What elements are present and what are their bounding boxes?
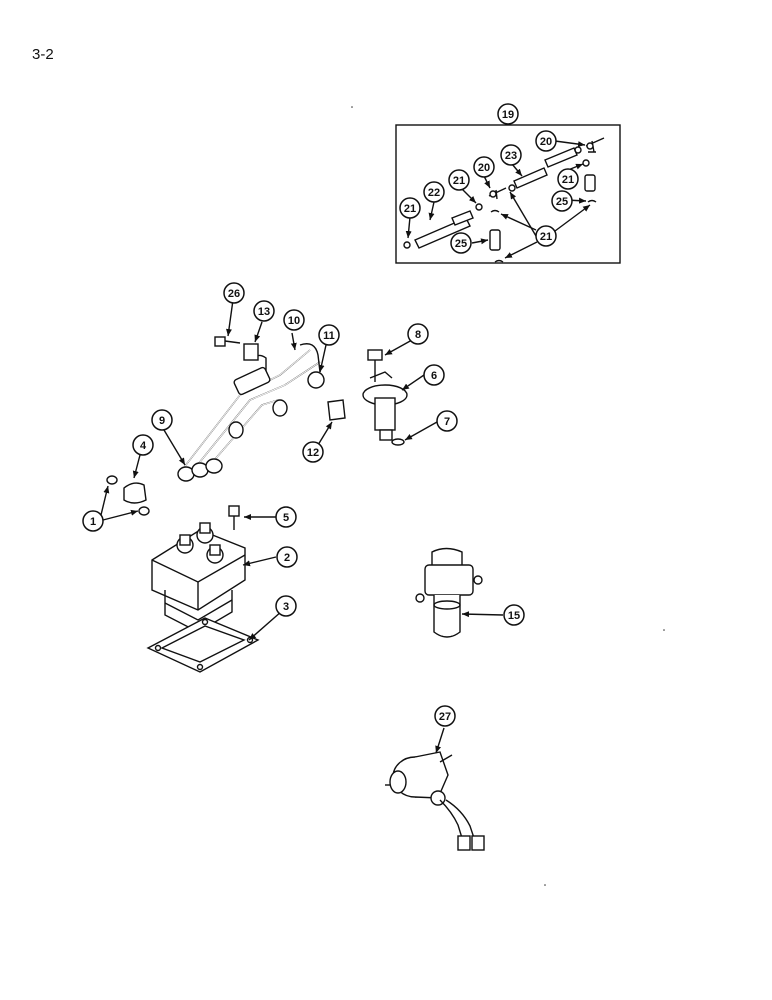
callout-circle [497,103,519,125]
callout-circle [535,225,557,247]
callout-c21d: 21 [535,225,557,247]
callout-circle [275,506,297,528]
callout-circle [500,144,522,166]
callout-circle [253,300,275,322]
fuel-filter [415,547,483,638]
callout-c20a: 20 [535,130,557,152]
callout-label: 8 [415,329,421,341]
callout-c5: 5 [275,506,297,528]
callout-circle [318,324,340,346]
callout-circle [436,410,458,432]
electric-fuel-pump [385,751,485,851]
callout-label: 27 [439,711,451,723]
callout-label: 12 [307,447,319,459]
callout-label: 7 [444,416,450,428]
callout-label: 3 [283,601,289,613]
clip-part [327,399,346,421]
callout-c23: 23 [500,144,522,166]
callout-label: 19 [502,109,514,121]
callout-circle [450,232,472,254]
callout-c26: 26 [223,282,245,304]
callout-label: 25 [455,238,467,250]
callout-c25a: 25 [450,232,472,254]
injection-lines [177,336,325,482]
speck [544,884,546,886]
callout-c20b: 20 [473,156,495,178]
callout-c1: 1 [82,510,104,532]
callout-c3: 3 [275,595,297,617]
callout-c11: 11 [318,324,340,346]
callout-label: 5 [283,512,289,524]
pump-gasket [146,617,260,673]
callout-c15: 15 [503,604,525,626]
callout-c4: 4 [132,434,154,456]
callout-circle [151,409,173,431]
callout-c13: 13 [253,300,275,322]
callout-c19: 19 [497,103,519,125]
callout-circle [423,181,445,203]
callout-label: 21 [540,231,552,243]
callout-c22: 22 [423,181,445,203]
callout-circle [407,323,429,345]
callout-c10: 10 [283,309,305,331]
callout-label: 21 [562,174,574,186]
callout-c9: 9 [151,409,173,431]
callout-circle [535,130,557,152]
callout-circle [132,434,154,456]
injector-parts [362,349,408,446]
small-fittings [106,475,240,530]
callout-circle [276,546,298,568]
callout-label: 20 [540,136,552,148]
callout-c21c: 21 [557,168,579,190]
callout-label: 22 [428,187,440,199]
callout-label: 6 [431,370,437,382]
callout-label: 1 [90,516,96,528]
callout-circle [82,510,104,532]
callout-circle [302,441,324,463]
callout-circle [283,309,305,331]
callout-c25b: 25 [551,190,573,212]
callout-label: 10 [288,315,300,327]
speck [351,106,353,108]
callout-circle [423,364,445,386]
callout-label: 11 [323,330,335,342]
callout-circle [275,595,297,617]
callout-circle [399,197,421,219]
callout-label: 25 [556,196,568,208]
callout-circle [503,604,525,626]
callout-circle [434,705,456,727]
inset-hoses [403,137,605,263]
callout-c6: 6 [423,364,445,386]
injection-pump [151,522,246,633]
leader-lines [100,140,591,754]
callout-label: 26 [228,288,240,300]
callout-label: 4 [140,440,147,452]
speck [663,629,665,631]
callout-label: 20 [478,162,490,174]
callout-circle [448,169,470,191]
callout-c21b: 21 [448,169,470,191]
callout-label: 9 [159,415,165,427]
callout-label: 15 [508,610,520,622]
callout-c12: 12 [302,441,324,463]
callout-circle [473,156,495,178]
callout-circle [551,190,573,212]
callout-label: 21 [453,175,465,187]
callout-label: 2 [284,552,290,564]
callout-label: 23 [505,150,517,162]
callout-circle [223,282,245,304]
callout-label: 21 [404,203,416,215]
callout-c8: 8 [407,323,429,345]
callout-circle [557,168,579,190]
callout-c7: 7 [436,410,458,432]
callout-c27: 27 [434,705,456,727]
page-number: 3-2 [32,46,54,63]
callout-c2: 2 [276,546,298,568]
callout-c21a: 21 [399,197,421,219]
callout-label: 13 [258,306,270,318]
